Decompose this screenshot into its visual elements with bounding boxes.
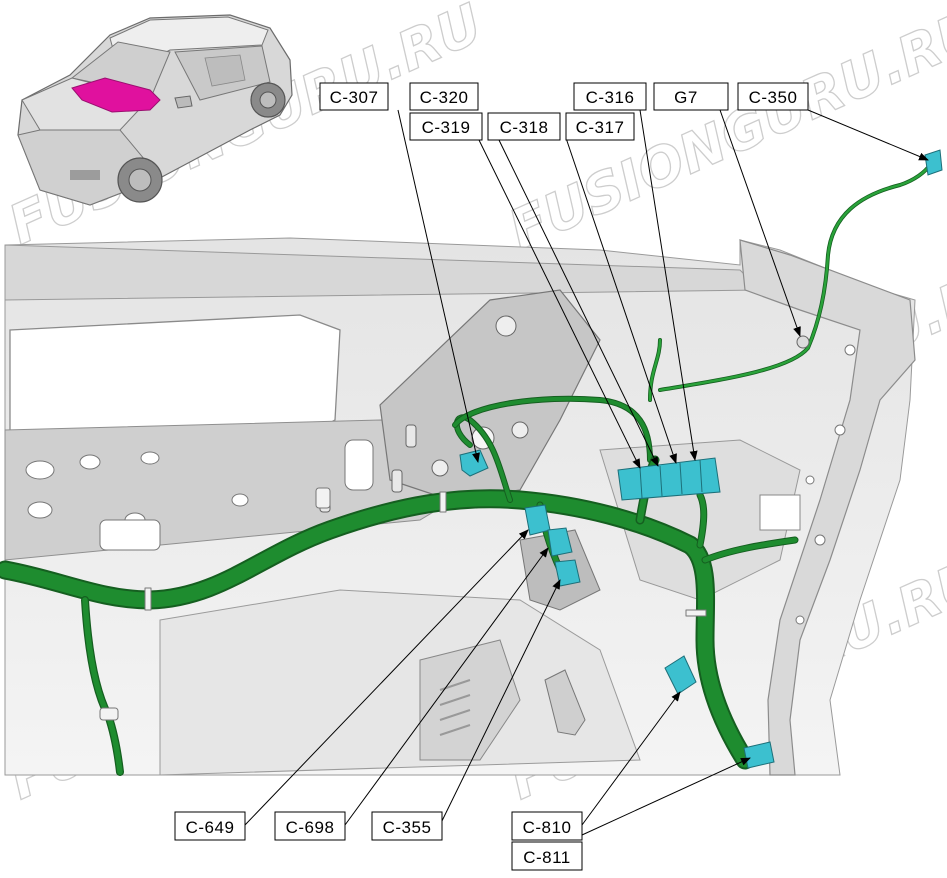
label-text: C-350 xyxy=(749,88,798,107)
ground-g7 xyxy=(796,335,810,349)
highlighted-dashboard-area xyxy=(71,77,161,113)
label-text: C-318 xyxy=(500,118,549,137)
label-text: C-698 xyxy=(286,818,335,837)
callout-label-c810: C-810 xyxy=(511,811,583,841)
callout-label-c355: C-355 xyxy=(371,811,443,841)
callout-label-c307: C-307 xyxy=(319,82,389,111)
vehicle-inset-illustration xyxy=(17,14,293,206)
callout-label-c319: C-319 xyxy=(409,112,483,141)
connector-c350 xyxy=(924,149,943,176)
callout-label-c320: C-320 xyxy=(409,82,479,111)
callout-label-c698: C-698 xyxy=(274,811,346,841)
pedal xyxy=(544,669,586,736)
connector-block-c316-c320 xyxy=(617,457,721,501)
connector-c810 xyxy=(664,655,697,695)
label-text: C-319 xyxy=(422,118,471,137)
label-text: C-317 xyxy=(576,118,625,137)
callout-label-g7: G7 xyxy=(653,82,729,111)
leader-lines xyxy=(244,109,929,836)
callout-label-c811: C-811 xyxy=(511,841,583,871)
label-text: C-649 xyxy=(186,818,235,837)
connector-c698 xyxy=(547,527,573,557)
callout-label-c318: C-318 xyxy=(487,112,561,141)
label-text: C-320 xyxy=(420,88,469,107)
label-text: C-307 xyxy=(330,88,379,107)
label-text: G7 xyxy=(674,88,698,107)
label-text: C-811 xyxy=(523,848,571,867)
callout-label-c317: C-317 xyxy=(565,112,635,141)
label-text: C-355 xyxy=(383,818,432,837)
connector-c307 xyxy=(459,449,489,477)
callout-label-c316: C-316 xyxy=(573,82,647,111)
connector-c355 xyxy=(554,559,581,587)
connector-c649 xyxy=(524,504,551,536)
label-text: C-810 xyxy=(523,818,572,837)
callout-label-c649: C-649 xyxy=(174,811,246,841)
label-text: C-316 xyxy=(586,88,635,107)
connectors xyxy=(459,149,943,769)
callout-label-c350: C-350 xyxy=(737,82,809,111)
